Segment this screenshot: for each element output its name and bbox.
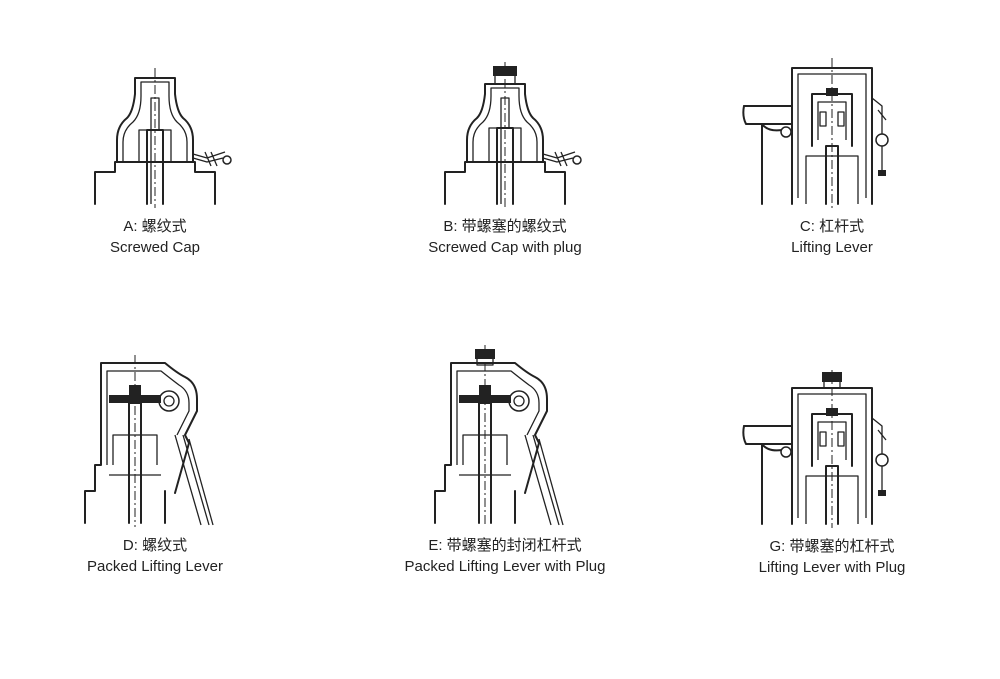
variant-e-cn-label: E: 带螺塞的封闭杠杆式 bbox=[428, 537, 582, 554]
variant-a: A: 螺纹式 Screwed Cap bbox=[25, 68, 285, 258]
variant-c-en-label: Lifting Lever bbox=[791, 239, 873, 256]
variant-g: G: 带螺塞的杠杆式 Lifting Lever with Plug bbox=[702, 370, 962, 578]
variant-c: C: 杠杆式 Lifting Lever bbox=[702, 58, 962, 258]
variant-e: E: 带螺塞的封闭杠杆式 Packed Lifting Lever with P… bbox=[375, 345, 635, 577]
screwed-cap-drawing bbox=[94, 68, 232, 208]
variant-b-cn-label: B: 带螺塞的螺纹式 bbox=[443, 218, 567, 235]
variant-a-caption: A: 螺纹式 Screwed Cap bbox=[25, 216, 285, 258]
variant-d-caption: D: 螺纹式 Packed Lifting Lever bbox=[25, 535, 285, 577]
variant-g-caption: G: 带螺塞的杠杆式 Lifting Lever with Plug bbox=[702, 536, 962, 578]
variant-d-en-label: Packed Lifting Lever bbox=[87, 558, 223, 575]
variant-c-caption: C: 杠杆式 Lifting Lever bbox=[702, 216, 962, 258]
variant-b-caption: B: 带螺塞的螺纹式 Screwed Cap with plug bbox=[375, 216, 635, 258]
lifting-lever-with-plug-drawing bbox=[742, 370, 889, 528]
variant-a-cn-label: A: 螺纹式 bbox=[123, 218, 187, 235]
variant-g-en-label: Lifting Lever with Plug bbox=[758, 559, 906, 576]
variant-e-caption: E: 带螺塞的封闭杠杆式 Packed Lifting Lever with P… bbox=[375, 535, 635, 577]
lifting-lever-drawing bbox=[742, 58, 889, 208]
packed-lifting-lever-drawing bbox=[84, 355, 214, 527]
variant-d: D: 螺纹式 Packed Lifting Lever bbox=[25, 355, 285, 577]
variant-e-en-label: Packed Lifting Lever with Plug bbox=[404, 558, 606, 575]
variant-c-cn-label: C: 杠杆式 bbox=[799, 218, 865, 235]
variant-g-cn-label: G: 带螺塞的杠杆式 bbox=[769, 538, 895, 555]
variant-b-en-label: Screwed Cap with plug bbox=[428, 239, 582, 256]
variant-b: B: 带螺塞的螺纹式 Screwed Cap with plug bbox=[375, 62, 635, 258]
variant-a-en-label: Screwed Cap bbox=[109, 239, 201, 256]
packed-lifting-lever-with-plug-drawing bbox=[434, 345, 564, 527]
screwed-cap-with-plug-drawing bbox=[444, 62, 582, 208]
variant-d-cn-label: D: 螺纹式 bbox=[122, 537, 188, 554]
